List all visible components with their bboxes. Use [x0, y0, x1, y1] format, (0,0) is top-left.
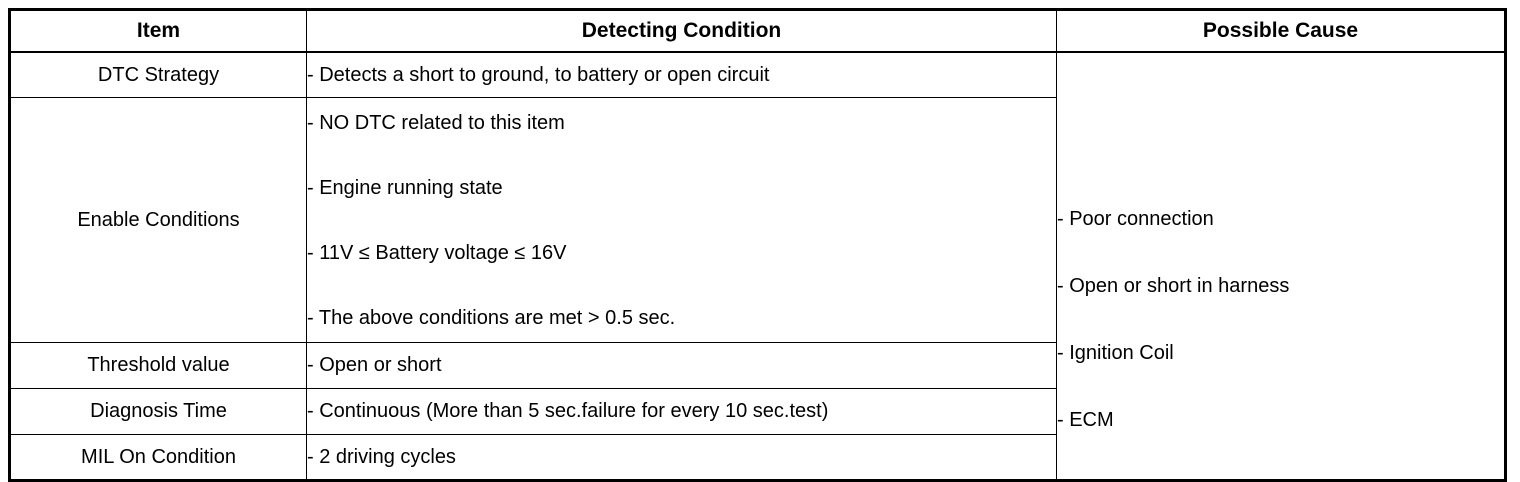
possible-cause-item: - Poor connection — [1057, 207, 1214, 230]
enable-condition-item: - 11V ≤ Battery voltage ≤ 16V — [307, 241, 567, 264]
column-header-detecting-condition: Detecting Condition — [306, 9, 1057, 53]
cell-detect-threshold-value: - Open or short — [306, 342, 1057, 389]
table-header-row: Item Detecting Condition Possible Cause — [9, 9, 1506, 53]
column-header-possible-cause: Possible Cause — [1056, 9, 1506, 53]
possible-cause-item: - Ignition Coil — [1057, 341, 1174, 364]
possible-cause-list: - Poor connection - Open or short in har… — [1057, 209, 1504, 430]
enable-condition-item: - NO DTC related to this item — [307, 111, 565, 134]
cell-item-threshold-value: Threshold value — [9, 342, 307, 389]
table-row-enable-conditions: Enable Conditions - NO DTC related to th… — [9, 97, 1506, 343]
enable-conditions-list: - NO DTC related to this item - Engine r… — [307, 113, 1056, 328]
table-row-threshold-value: Threshold value - Open or short — [9, 342, 1506, 389]
column-header-item: Item — [9, 9, 307, 53]
possible-cause-item: - ECM — [1057, 408, 1114, 431]
cell-detect-dtc-strategy: - Detects a short to ground, to battery … — [306, 51, 1057, 98]
cell-detect-diagnosis-time: - Continuous (More than 5 sec.failure fo… — [306, 388, 1057, 435]
enable-condition-item: - Engine running state — [307, 176, 503, 199]
table-row-mil-on-condition: MIL On Condition - 2 driving cycles — [9, 434, 1506, 481]
cell-item-enable-conditions: Enable Conditions — [9, 97, 307, 343]
table-row-dtc-strategy: DTC Strategy - Detects a short to ground… — [9, 51, 1506, 481]
dtc-diagnostic-table: Item Detecting Condition Possible Cause … — [8, 8, 1507, 482]
cell-item-dtc-strategy: DTC Strategy — [9, 51, 307, 98]
cell-detect-enable-conditions: - NO DTC related to this item - Engine r… — [306, 97, 1057, 343]
cell-item-mil-on-condition: MIL On Condition — [9, 434, 307, 481]
cell-item-diagnosis-time: Diagnosis Time — [9, 388, 307, 435]
possible-cause-item: - Open or short in harness — [1057, 274, 1290, 297]
table-row-diagnosis-time: Diagnosis Time - Continuous (More than 5… — [9, 388, 1506, 435]
enable-condition-item: - The above conditions are met > 0.5 sec… — [307, 306, 676, 329]
cell-possible-cause: - Poor connection - Open or short in har… — [1056, 51, 1506, 481]
cell-detect-mil-on-condition: - 2 driving cycles — [306, 434, 1057, 481]
